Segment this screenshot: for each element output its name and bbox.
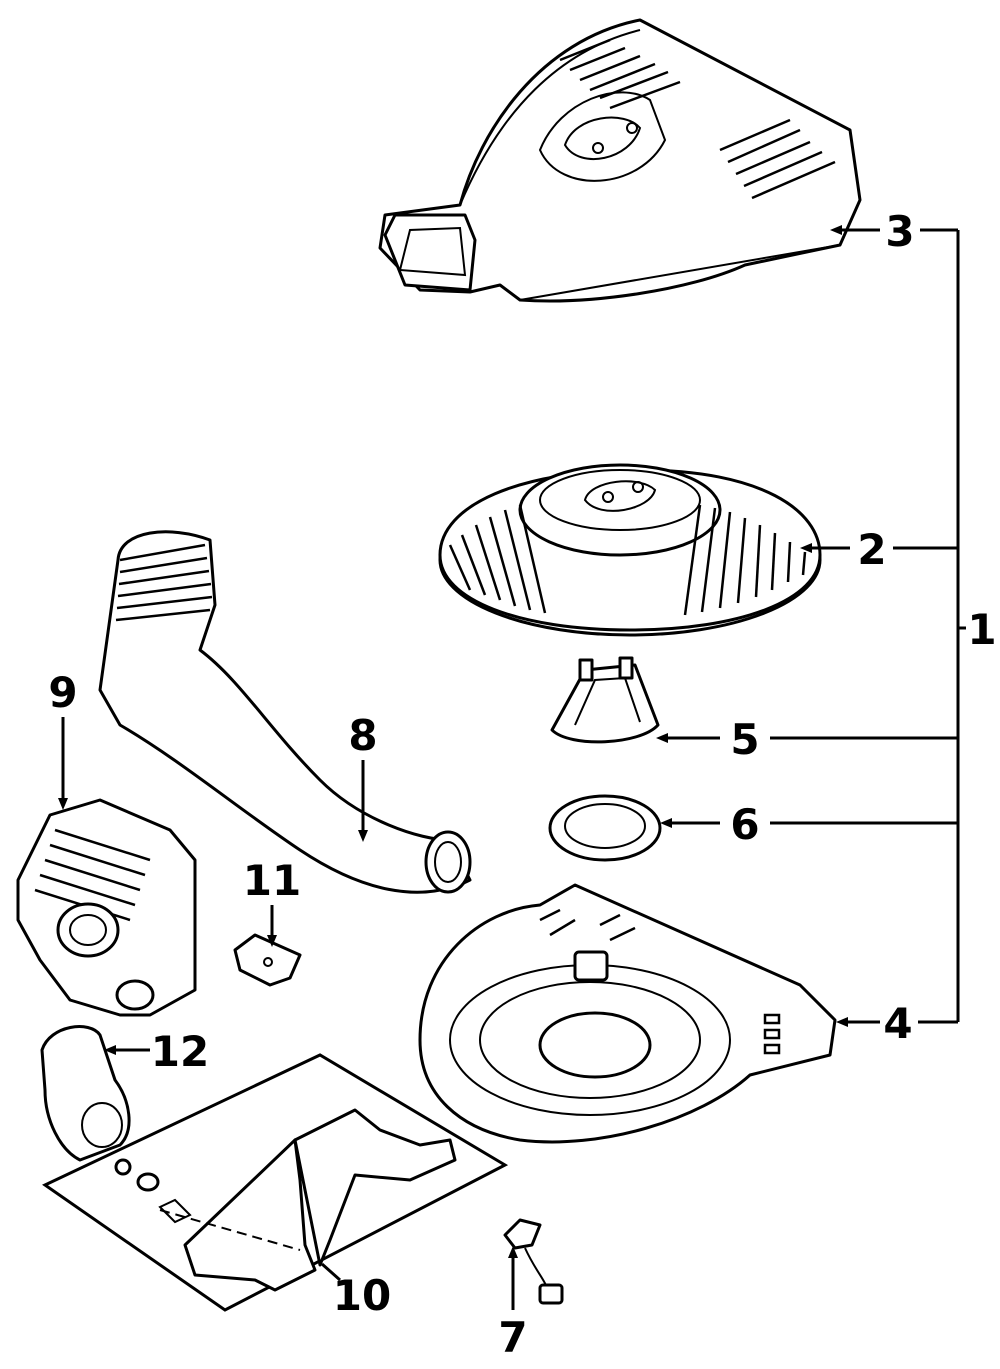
part-9-resonator[interactable] [16, 798, 197, 1017]
callout-2: 2 [857, 525, 886, 574]
part-11-bracket[interactable] [233, 933, 302, 987]
part-4-housing-base[interactable] [418, 883, 837, 1144]
part-6-seal[interactable] [548, 794, 662, 862]
callout-labels: 3 2 1 5 6 4 8 9 11 12 10 7 [48, 207, 996, 1362]
callout-11: 11 [243, 856, 301, 905]
part-5-stud-bracket[interactable] [550, 656, 660, 744]
part-3-cover[interactable] [378, 18, 862, 303]
callout-3: 3 [885, 207, 914, 256]
callout-4: 4 [883, 999, 912, 1048]
part-2-filter-element[interactable] [438, 463, 822, 637]
leader-lines [58, 225, 966, 1310]
callout-1: 1 [967, 605, 996, 654]
callout-8: 8 [348, 711, 377, 760]
callout-5: 5 [730, 715, 759, 764]
callout-7: 7 [498, 1313, 527, 1362]
part-12-elbow[interactable] [40, 1025, 131, 1162]
callout-9: 9 [48, 668, 77, 717]
part-10-support-bracket[interactable] [42, 1053, 509, 1312]
part-7-sensor[interactable] [503, 1218, 564, 1305]
callout-6: 6 [730, 800, 759, 849]
part-8-intake-duct[interactable] [98, 530, 472, 894]
callout-10: 10 [333, 1271, 391, 1320]
callout-12: 12 [151, 1027, 209, 1076]
